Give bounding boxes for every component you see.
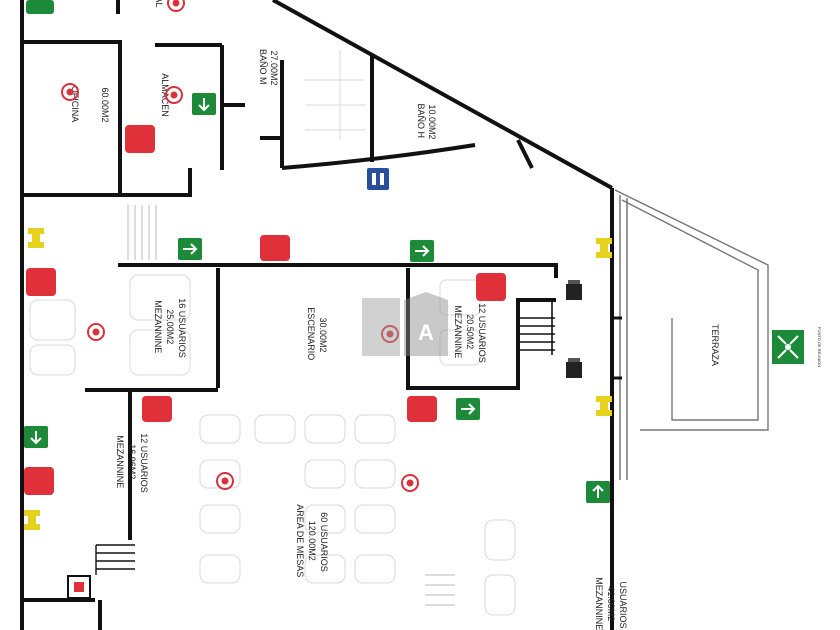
room-label-mezzanine-4: MEZANNINE 41.00M2 USUARIOS bbox=[594, 577, 628, 630]
panel-devices bbox=[566, 280, 582, 378]
yellow-marker-icon bbox=[28, 228, 44, 248]
terraza-outline bbox=[614, 189, 769, 431]
room-label-line: AL bbox=[154, 0, 164, 8]
control-panel-icon bbox=[566, 284, 582, 300]
furniture-layer bbox=[29, 50, 516, 616]
control-panel-icon bbox=[566, 362, 582, 378]
stairs-top bbox=[127, 205, 157, 260]
room-label-line: TERRAZA bbox=[710, 324, 720, 366]
room-label-mezzanine-1: MEZANNINE 25.00M2 16 USUARIOS bbox=[153, 298, 187, 358]
exit-arrow-down-icon bbox=[192, 93, 216, 115]
room-label-terraza: TERRAZA bbox=[710, 324, 720, 366]
room-label-line: BAÑO H bbox=[416, 103, 426, 138]
room-label-line: AREA DE MESAS bbox=[295, 504, 305, 577]
room-label-line: MEZANNINE bbox=[453, 305, 463, 358]
room-label-line: MEZANNINE bbox=[153, 300, 163, 353]
walls bbox=[20, 0, 614, 630]
facade-windows bbox=[612, 195, 628, 480]
room-label-almacen-top: AL bbox=[154, 0, 164, 8]
room-label-area-mesas: AREA DE MESAS 120.00M2 60 USUARIOS bbox=[295, 504, 329, 580]
room-label-line: 16.96M2 bbox=[127, 444, 137, 479]
blue-sign-icon bbox=[367, 168, 389, 190]
table-grid bbox=[29, 274, 516, 616]
exit-signs bbox=[24, 93, 610, 503]
room-label-line: USUARIOS bbox=[618, 581, 628, 628]
room-label-bano-h: BAÑO H 10.00M2 bbox=[416, 103, 437, 140]
extinguishers bbox=[24, 0, 506, 495]
extinguisher-icon bbox=[407, 396, 437, 422]
room-label-line: 30.00M2 bbox=[318, 317, 328, 352]
room-label-line: MEZANNINE bbox=[115, 435, 125, 488]
alarm-target-icon bbox=[216, 472, 234, 490]
room-label-escenario: ESCENARIO 30.00M2 bbox=[306, 307, 328, 363]
room-label-bano-m: BAÑO M 27.00M2 bbox=[258, 49, 279, 87]
extinguisher-icon bbox=[142, 396, 172, 422]
control-panel-icon bbox=[568, 280, 580, 284]
room-label-oficina: OFICINA 60.00M2 bbox=[70, 86, 110, 125]
extinguisher-icon bbox=[476, 273, 506, 301]
room-label-line: BAÑO M bbox=[258, 49, 268, 85]
extinguisher-icon bbox=[26, 268, 56, 296]
extinguisher-icon bbox=[24, 467, 54, 495]
yellow-markers bbox=[24, 228, 612, 530]
room-label-line: 25.00M2 bbox=[165, 309, 175, 344]
room-label-line: ESCENARIO bbox=[306, 307, 316, 360]
exit-arrow-down-icon bbox=[24, 426, 48, 448]
alarm-target-icon bbox=[165, 86, 183, 104]
extinguisher-icon bbox=[26, 0, 54, 14]
room-label-line: 60.00M2 bbox=[100, 87, 110, 122]
room-label-mezzanine-3: MEZANNINE 16.96M2 12 USUARIOS bbox=[115, 433, 149, 493]
meeting-point-sign: PUNTO DE REUNION bbox=[772, 327, 822, 367]
room-labels: AL OFICINA 60.00M2 ALMACEN BAÑO M 27.00M… bbox=[70, 0, 720, 630]
control-panel-icon bbox=[568, 358, 580, 362]
watermark-logo: A bbox=[362, 292, 448, 356]
alarm-targets bbox=[61, 0, 419, 492]
alarm-target-icon bbox=[61, 83, 79, 101]
room-label-line: 20.50M2 bbox=[465, 314, 475, 349]
stairs-mezzanine bbox=[520, 300, 555, 355]
yellow-marker-icon bbox=[24, 510, 40, 530]
room-label-line: 16 USUARIOS bbox=[177, 298, 187, 358]
extinguisher-icon bbox=[125, 125, 155, 153]
watermark-letter: A bbox=[418, 320, 434, 345]
room-label-line: 12 USUARIOS bbox=[477, 303, 487, 363]
toilet-stalls bbox=[305, 50, 365, 140]
exit-arrow-right-icon bbox=[410, 240, 434, 262]
alarm-target-icon bbox=[87, 323, 105, 341]
room-label-line: MEZANNINE bbox=[594, 577, 604, 630]
room-label-line: 12 USUARIOS bbox=[139, 433, 149, 493]
stairs-bottom bbox=[425, 574, 455, 606]
alarm-target-icon bbox=[167, 0, 185, 12]
alarm-target-icon bbox=[401, 474, 419, 492]
first-aid-icon bbox=[67, 575, 91, 599]
room-label-line: 10.00M2 bbox=[427, 104, 437, 139]
room-label-line: 27.00M2 bbox=[269, 50, 279, 85]
room-label-line: 41.00M2 bbox=[606, 586, 616, 621]
exit-arrow-up-icon bbox=[586, 481, 610, 503]
alarm-target-icon bbox=[381, 325, 399, 343]
meeting-point-label: PUNTO DE REUNION bbox=[817, 327, 822, 367]
room-label-mezzanine-2: MEZANNINE 20.50M2 12 USUARIOS bbox=[453, 303, 487, 363]
room-label-line: 120.00M2 bbox=[307, 521, 317, 561]
stairs-left-bottom bbox=[95, 544, 135, 575]
room-label-line: OFICINA bbox=[70, 86, 80, 122]
exit-arrow-right-icon bbox=[456, 398, 480, 420]
extinguisher-icon bbox=[260, 235, 290, 261]
yellow-marker-icon bbox=[596, 396, 612, 416]
room-label-line: 60 USUARIOS bbox=[319, 512, 329, 572]
exit-arrow-right-icon bbox=[178, 238, 202, 260]
yellow-marker-icon bbox=[596, 238, 612, 258]
